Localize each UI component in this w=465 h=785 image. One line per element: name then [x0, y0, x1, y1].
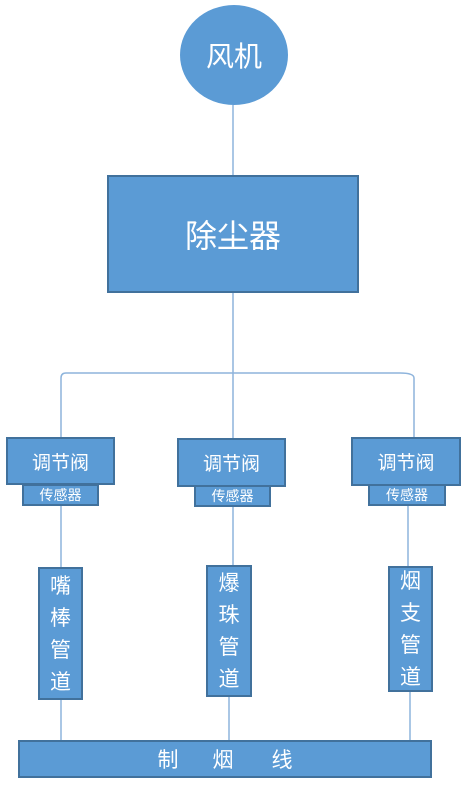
valve-label-1: 调节阀	[31, 451, 89, 474]
sensor-node-2: 传感器	[194, 485, 271, 507]
dust-collector-node: 除尘器	[107, 175, 359, 293]
pipe-1-char-2: 棒	[50, 605, 71, 630]
pipe-3-char-1: 烟	[400, 569, 421, 593]
sensor-label-3: 传感器	[386, 488, 428, 504]
sensor-label-1: 传感器	[39, 488, 82, 504]
pipe-3-char-2: 支	[400, 601, 421, 625]
valve-label-2: 调节阀	[202, 453, 260, 475]
production-line-char-1: 制	[157, 748, 179, 772]
pipe-2-char-3: 管	[218, 635, 240, 659]
branch-distribution-line	[60, 372, 415, 438]
pipe-2-char-2: 珠	[218, 603, 240, 627]
valve-node-3: 调节阀	[351, 437, 461, 486]
pipe-node-2: 爆 珠 管 道	[206, 565, 252, 697]
pipe-2-char-1: 爆	[218, 571, 240, 595]
valve-node-1: 调节阀	[6, 437, 115, 485]
pipe-node-1: 嘴 棒 管 道	[38, 567, 83, 700]
valve-label-3: 调节阀	[377, 452, 435, 474]
pipe-1-char-4: 道	[50, 669, 71, 694]
valve-node-2: 调节阀	[177, 438, 286, 487]
fan-label: 风机	[205, 40, 262, 73]
pipe-3-char-4: 道	[400, 665, 421, 689]
fan-node: 风机	[180, 5, 288, 105]
production-line-node: 制 烟 线	[18, 740, 432, 778]
dust-collector-label: 除尘器	[184, 217, 281, 255]
pipe-2-char-4: 道	[218, 667, 240, 691]
sensor-node-3: 传感器	[368, 484, 446, 506]
pipe-3-char-3: 管	[400, 633, 421, 657]
pipe-1-char-1: 嘴	[50, 573, 71, 598]
production-line-char-3: 线	[271, 748, 293, 772]
pipe-node-3: 烟 支 管 道	[388, 566, 433, 692]
pipe-1-char-3: 管	[50, 637, 71, 662]
sensor-label-2: 传感器	[211, 489, 254, 505]
sensor-node-1: 传感器	[22, 484, 99, 506]
production-line-char-2: 烟	[212, 748, 234, 772]
